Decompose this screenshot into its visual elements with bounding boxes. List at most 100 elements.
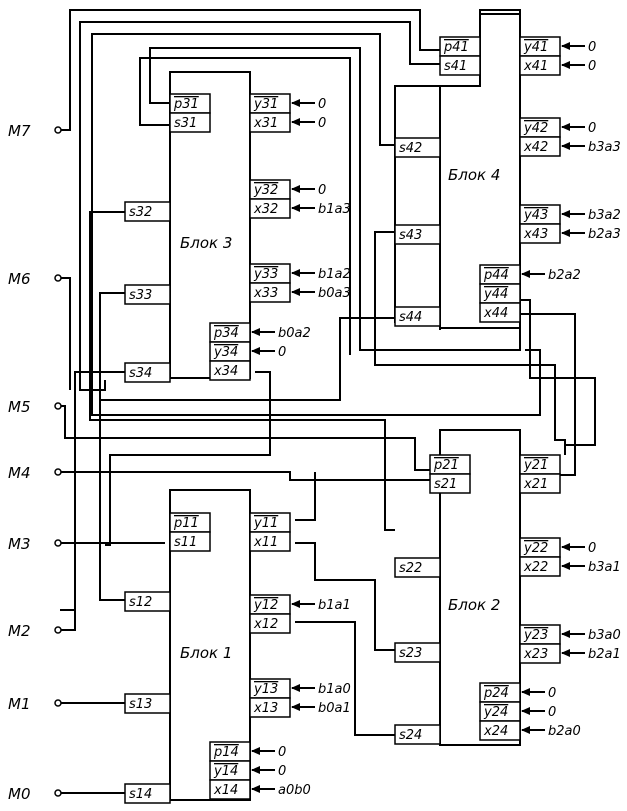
output-m0: M0 — [8, 785, 31, 803]
wire-m5 — [60, 405, 430, 471]
port-y31: y31 — [253, 97, 278, 112]
output-m6: M6 — [8, 270, 31, 288]
port-x31: x31 — [253, 116, 278, 131]
port-y13: y13 — [253, 682, 278, 697]
port-s22: s22 — [399, 561, 422, 576]
wire-x12 — [295, 621, 395, 736]
port-y43: y43 — [523, 208, 548, 223]
port-y23: y23 — [523, 628, 548, 643]
port-x42: x42 — [523, 140, 548, 155]
wire-s42 — [91, 33, 541, 416]
port-s14: s14 — [129, 787, 152, 802]
input-x24: b2a0 — [548, 724, 581, 739]
port-s13: s13 — [129, 697, 152, 712]
input-y23: b3a0 — [588, 628, 621, 643]
input-x22: b3a1 — [588, 560, 621, 575]
port-y11: y11 — [253, 516, 278, 531]
port-x22: x22 — [523, 560, 548, 575]
wire-s43 — [374, 231, 566, 455]
wires — [60, 9, 596, 794]
input-y31: 0 — [318, 97, 326, 112]
port-s23: s23 — [399, 646, 422, 661]
wire-x11 — [295, 542, 395, 651]
wire-s41 — [79, 21, 440, 391]
input-y22: 0 — [588, 541, 596, 556]
port-y32: y32 — [253, 183, 278, 198]
wire-x34 — [105, 371, 271, 546]
port-s33: s33 — [129, 288, 152, 303]
wire-m2 — [60, 610, 76, 631]
port-y42: y42 — [523, 121, 548, 136]
port-x33: x33 — [253, 286, 278, 301]
port-x12: x12 — [253, 617, 278, 632]
input-p34: b0a2 — [278, 326, 311, 341]
port-s34: s34 — [129, 366, 152, 381]
port-s44: s44 — [399, 310, 422, 325]
input-x13: b0a1 — [318, 701, 351, 716]
input-x23: b2a1 — [588, 647, 621, 662]
output-m7: M7 — [8, 122, 31, 140]
input-y24: 0 — [548, 705, 556, 720]
output-m1: M1 — [8, 695, 31, 713]
port-s31: s31 — [174, 116, 197, 131]
port-x43: x43 — [523, 227, 548, 242]
port-s12: s12 — [129, 595, 152, 610]
output-m3: M3 — [8, 535, 31, 553]
port-s24: s24 — [399, 728, 422, 743]
port-s11: s11 — [174, 535, 197, 550]
input-x43: b2a3 — [588, 227, 621, 242]
output-terminals: M7 M6 M5 M4 M3 M2 M1 M0 — [8, 122, 62, 803]
input-x14: a0b0 — [278, 783, 311, 798]
port-y14: y14 — [213, 764, 238, 779]
port-y33: y33 — [253, 267, 278, 282]
wire-m6 — [60, 277, 71, 390]
output-m4: M4 — [8, 464, 31, 482]
block-2-body — [439, 429, 521, 746]
port-x41: x41 — [523, 59, 548, 74]
wire-m7 — [60, 9, 440, 131]
port-p44: p44 — [483, 268, 509, 283]
block-3-title: Блок 3 — [180, 234, 232, 252]
block-1-title: Блок 1 — [180, 644, 232, 662]
block-1-body — [169, 489, 251, 801]
input-x42: b3a3 — [588, 140, 621, 155]
port-s21: s21 — [434, 477, 457, 492]
port-y24: y24 — [483, 705, 508, 720]
input-y13: b1a0 — [318, 682, 351, 697]
port-x24: x24 — [483, 724, 508, 739]
input-y34: 0 — [278, 345, 286, 360]
port-s32: s32 — [129, 205, 152, 220]
wire-s44 — [99, 317, 395, 600]
input-y41: 0 — [588, 40, 596, 55]
port-y12: y12 — [253, 598, 278, 613]
port-x32: x32 — [253, 202, 278, 217]
output-m5: M5 — [8, 398, 31, 416]
wire-y44 — [520, 299, 596, 446]
port-p24: p24 — [483, 686, 509, 701]
block-2-ports: p21 s21 y21 x21 s22 y22 x22 s23 y23 x23 … — [394, 454, 561, 745]
port-p21: p21 — [433, 458, 459, 473]
wire-m4 — [60, 471, 430, 481]
port-s43: s43 — [399, 228, 422, 243]
input-p24: 0 — [548, 686, 556, 701]
port-p14: p14 — [213, 745, 239, 760]
wire-s31 — [139, 57, 351, 355]
block-1-ports: p11 s11 y11 x11 s12 y12 x12 s13 y13 x13 … — [124, 512, 291, 804]
input-y43: b3a2 — [588, 208, 621, 223]
port-x11: x11 — [253, 535, 278, 550]
port-x13: x13 — [253, 701, 278, 716]
wire-x44 — [520, 313, 576, 476]
wire-y11 — [295, 472, 316, 521]
port-y22: y22 — [523, 541, 548, 556]
port-x44: x44 — [483, 306, 508, 321]
port-p41: p41 — [443, 40, 469, 55]
wire-s32 — [89, 211, 395, 531]
port-x34: x34 — [213, 364, 238, 379]
port-x21: x21 — [523, 477, 548, 492]
block-4-title: Блок 4 — [448, 166, 500, 184]
port-p11: p11 — [173, 516, 199, 531]
output-m2: M2 — [8, 622, 31, 640]
port-x14: x14 — [213, 783, 238, 798]
block-3-ports: p31 s31 y31 x31 s32 y32 x32 s33 y33 x33 … — [124, 93, 291, 383]
